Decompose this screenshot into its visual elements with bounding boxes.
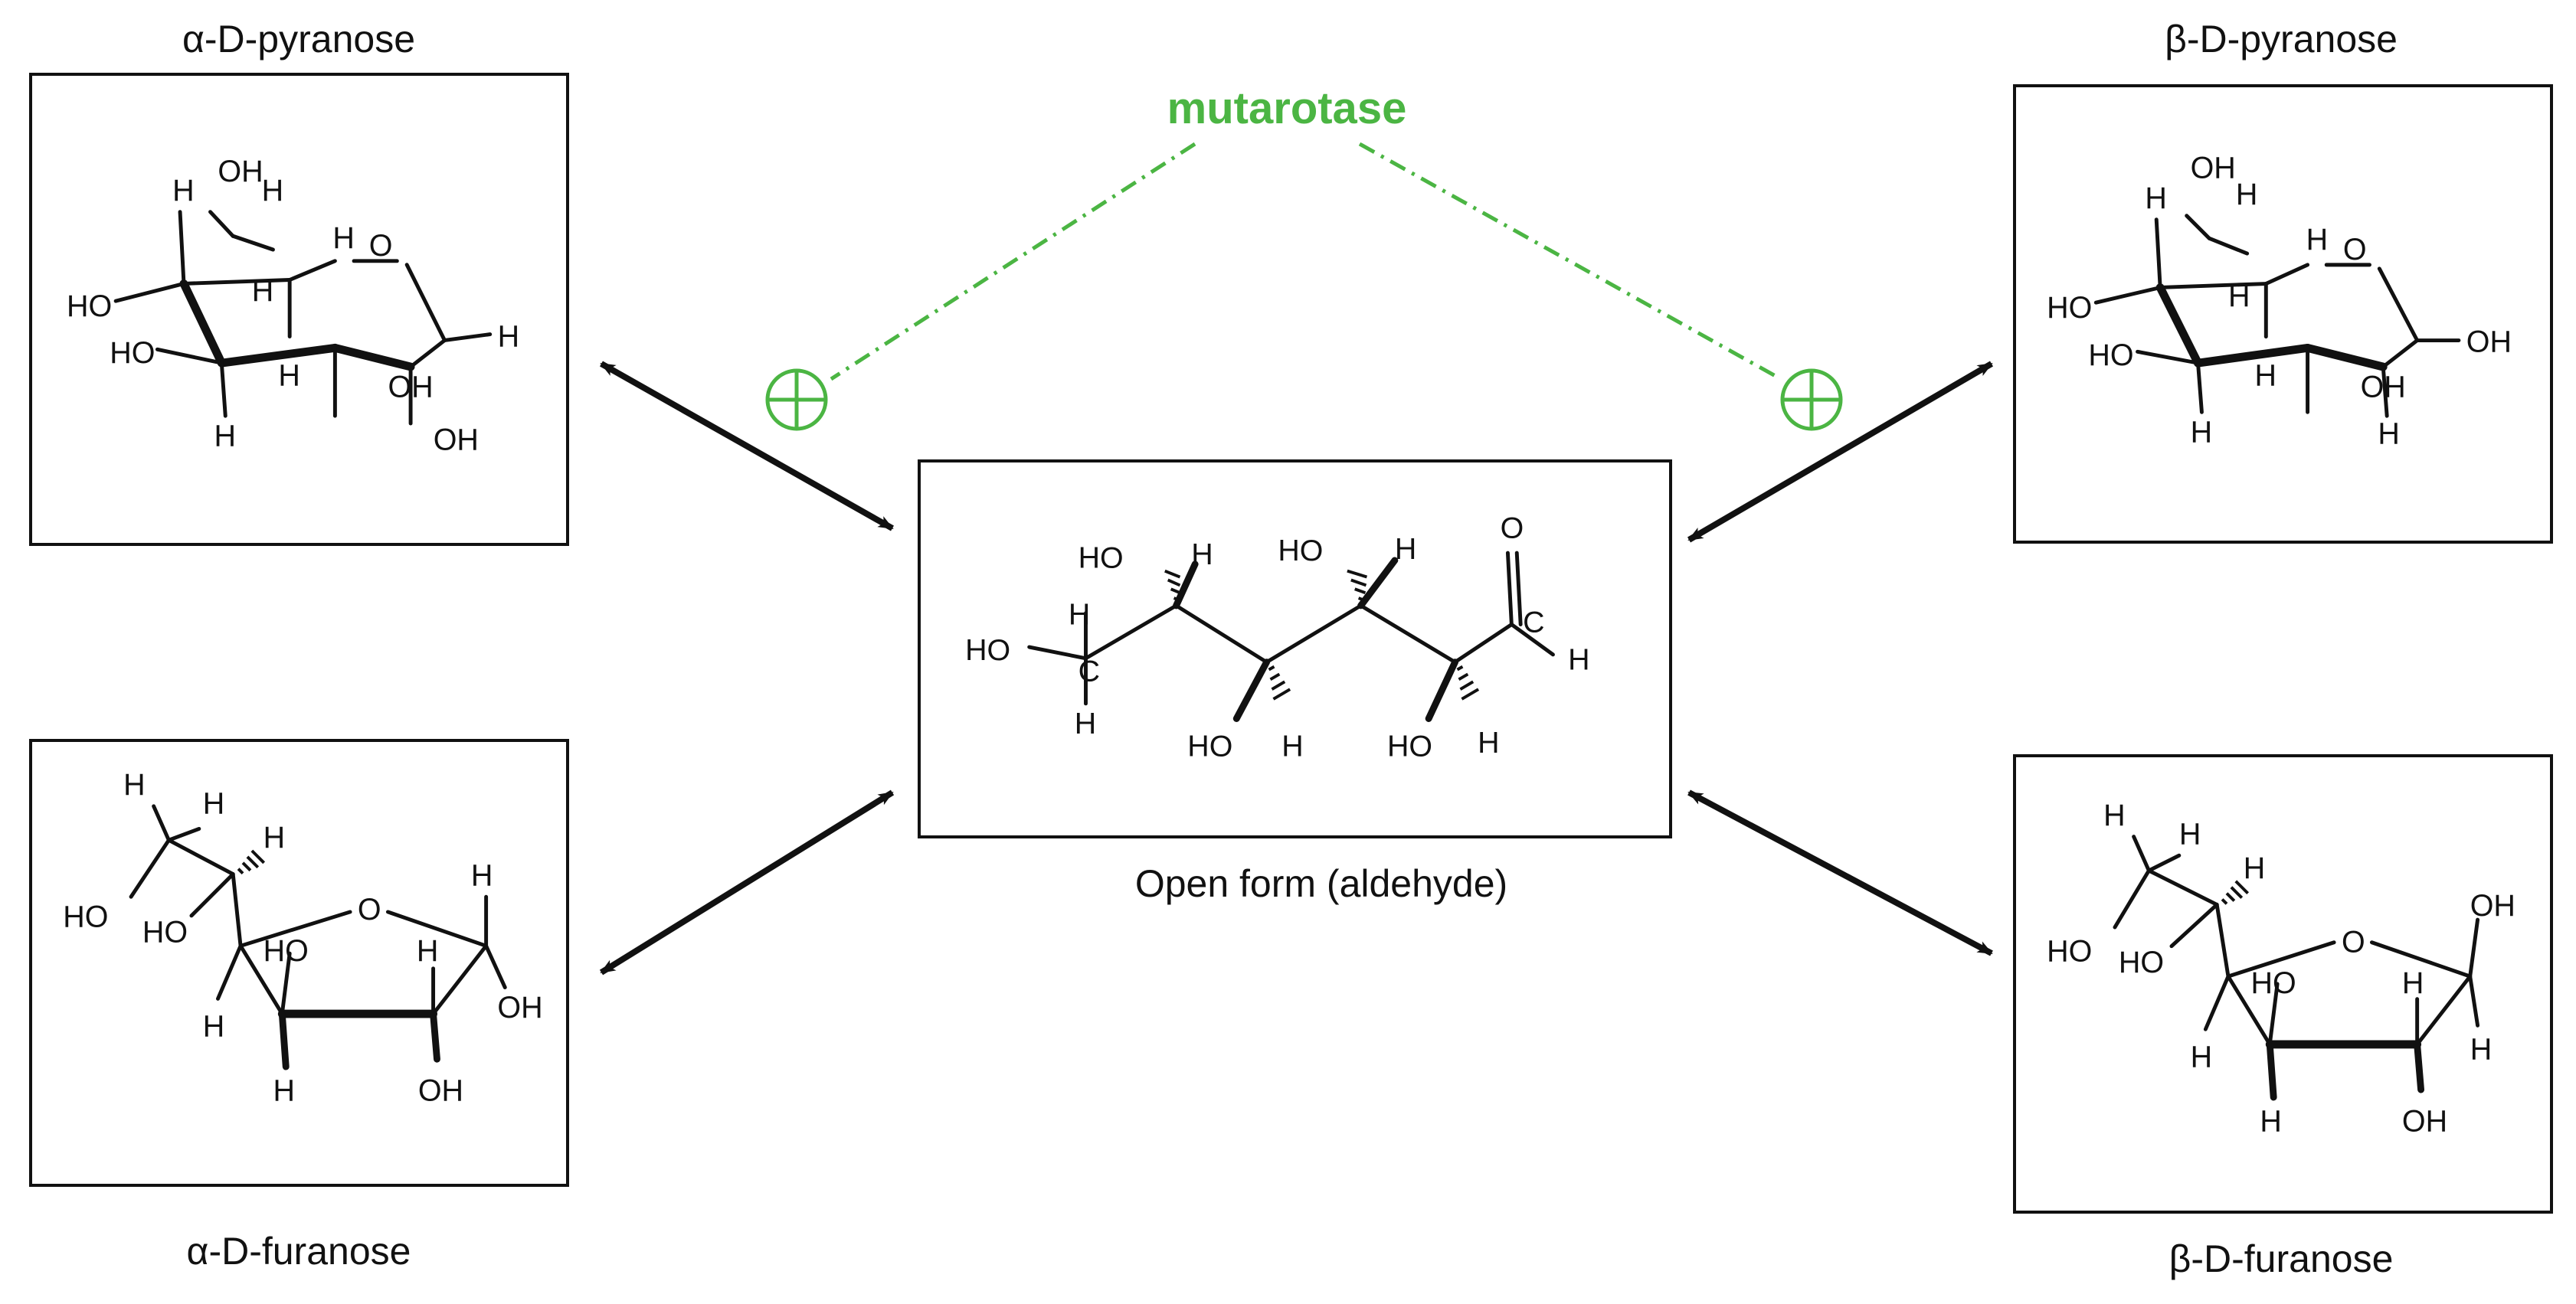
carbonyl-oxygen: O: [1501, 511, 1524, 544]
atom-label: H: [252, 274, 274, 308]
double-headed-arrow-beta-pyranose: [1687, 361, 1994, 543]
atom-label: HO: [142, 915, 188, 949]
atom-label: HO: [1387, 730, 1432, 763]
atom-label: H: [1075, 707, 1096, 740]
atom-label: HO: [2088, 338, 2133, 372]
atom-label: OH: [218, 155, 263, 188]
atom-label: H: [2191, 416, 2213, 449]
atom-label: HO: [2119, 946, 2164, 979]
atom-label: H: [1478, 726, 1499, 760]
atom-label: HO: [2047, 934, 2092, 968]
open-form-structure: HO H HO H O H HO C C H H HO H HO H: [965, 511, 1589, 763]
hashed-bonds: [2221, 880, 2250, 905]
ring-oxygen: O: [2342, 926, 2365, 959]
atom-label: H: [1191, 538, 1213, 571]
atom-label: H: [203, 787, 224, 821]
open-form-box: HO H HO H O H HO C C H H HO H HO H: [918, 459, 1672, 838]
atom-label: HO: [1278, 534, 1323, 567]
beta-pyranose-title: β-D-pyranose: [2165, 18, 2398, 60]
atom-label: OH: [388, 370, 433, 404]
atom-label: H: [2244, 851, 2266, 885]
double-headed-arrow-alpha-furanose: [599, 789, 895, 976]
ring-oxygen: O: [369, 229, 393, 263]
open-form-label: Open form (aldehyde): [1134, 862, 1508, 905]
atom-label: H: [2103, 799, 2126, 832]
beta-pyranose-box: H OH H H O HO HO H H OH OH H H: [2013, 84, 2553, 544]
catalysis-symbol-right: [1780, 368, 1843, 431]
hashed-bonds: [237, 849, 266, 875]
beta-furanose-structure: H H H HO HO O OH HO H H H H OH: [2047, 799, 2515, 1139]
carbon-label: C: [1523, 605, 1544, 639]
alpha-furanose-box: H H H HO HO O H HO H H OH H OH: [29, 739, 569, 1187]
alpha-furanose-title: α-D-furanose: [186, 1230, 411, 1273]
atom-label: H: [471, 858, 493, 892]
mutarotase-dashed-lines: [830, 142, 1782, 381]
carbon-label: C: [1079, 654, 1100, 688]
atom-label: H: [417, 934, 438, 968]
beta-furanose-title: β-D-furanose: [2168, 1237, 2394, 1280]
atom-label: HO: [965, 633, 1010, 667]
atom-label: H: [2191, 1041, 2213, 1074]
alpha-pyranose-title: α-D-pyranose: [182, 18, 416, 60]
atom-label: H: [2145, 181, 2167, 215]
atom-label: OH: [2191, 151, 2236, 185]
alpha-pyranose-structure: H OH H H O HO HO H H OH H H OH: [67, 155, 520, 457]
atom-label: HO: [1187, 730, 1232, 763]
atom-label: HO: [263, 934, 309, 968]
atom-label: H: [172, 174, 195, 208]
double-headed-arrow-beta-furanose: [1687, 789, 1993, 956]
atom-label: H: [273, 1074, 294, 1108]
atom-label: H: [2255, 359, 2277, 393]
atom-label: HO: [67, 289, 112, 323]
atom-label: H: [332, 221, 355, 255]
atom-label: H: [214, 420, 236, 453]
atom-label: H: [498, 319, 520, 353]
alpha-pyranose-box: H OH H H O HO HO H H OH H H OH: [29, 73, 569, 546]
catalysis-symbol-left: [765, 368, 828, 431]
atom-label: OH: [434, 423, 479, 457]
atom-label: H: [2179, 817, 2201, 851]
atom-label: OH: [497, 991, 542, 1025]
atom-label: H: [278, 359, 300, 393]
atom-label: H: [2236, 178, 2258, 211]
atom-label: OH: [2470, 889, 2515, 923]
ring-oxygen: O: [358, 893, 381, 927]
atom-label: OH: [2466, 325, 2512, 358]
beta-furanose-box: H H H HO HO O OH HO H H H H OH: [2013, 754, 2553, 1214]
atom-label: H: [263, 821, 285, 855]
atom-label: H: [1395, 532, 1416, 566]
ring-oxygen: O: [2343, 233, 2367, 266]
enzyme-label: mutarotase: [1167, 83, 1407, 133]
atom-label: H: [2402, 966, 2424, 1000]
atom-label: HO: [2251, 966, 2296, 1000]
atom-label: OH: [418, 1074, 463, 1108]
alpha-furanose-structure: H H H HO HO O H HO H H OH H OH: [63, 768, 542, 1108]
atom-label: H: [2470, 1033, 2493, 1067]
atom-label: HO: [63, 900, 108, 934]
atom-label: H: [262, 174, 284, 208]
atom-label: H: [2228, 279, 2250, 313]
atom-label: H: [2378, 417, 2400, 451]
hashed-bonds: [1164, 569, 1480, 701]
atom-label: HO: [110, 336, 155, 370]
atom-label: H: [2260, 1104, 2282, 1138]
atom-label: OH: [2361, 371, 2406, 404]
atom-label: HO: [2047, 291, 2092, 325]
atom-label: H: [203, 1010, 224, 1044]
atom-label: OH: [2402, 1104, 2447, 1138]
double-headed-arrow-alpha-pyranose: [600, 361, 894, 531]
beta-pyranose-structure: H OH H H O HO HO H H OH OH H H: [2047, 151, 2512, 451]
atom-label: H: [1069, 598, 1090, 632]
atom-label: H: [1568, 643, 1589, 677]
atom-label: HO: [1079, 541, 1124, 575]
atom-label: H: [1281, 730, 1303, 763]
atom-label: H: [2306, 223, 2329, 257]
atom-label: H: [123, 768, 145, 802]
